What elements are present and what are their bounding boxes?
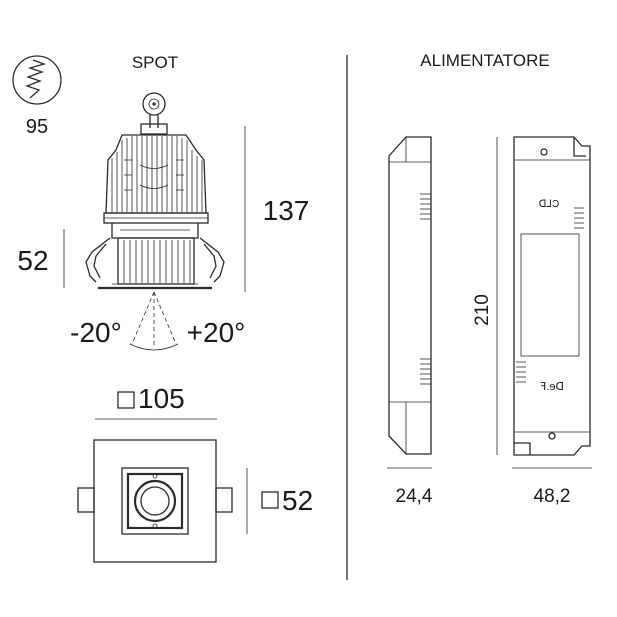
spot-heatsink-detail — [124, 159, 184, 191]
spot-heatsink-fins — [111, 136, 203, 212]
spot-stem-clamp — [140, 123, 168, 135]
spot-lens-outer — [133, 479, 177, 523]
spot-tilt-arc — [129, 343, 179, 351]
driver-front-vents-top — [574, 207, 584, 229]
spot-tilt-beam — [131, 291, 177, 346]
driver-label-area — [520, 233, 580, 357]
spot-spring-right — [199, 237, 225, 283]
spot-height-recessed-label: 52 — [17, 245, 48, 276]
driver-side-vents-top — [420, 193, 431, 220]
driver-brand-mark-bottom: ꟻ.ɘᗡ — [540, 381, 564, 393]
spot-knob-dot — [152, 102, 156, 106]
ip-rating-marker: 95 — [12, 55, 62, 138]
spot-knob-outer — [142, 92, 166, 116]
spot-gimbal — [111, 223, 199, 239]
square-symbol-icon — [117, 391, 135, 409]
driver-screw-bottom — [548, 432, 556, 440]
spot-heatsink-outline — [105, 134, 207, 214]
spot-knob-inner — [148, 98, 160, 110]
ip-zigzag-icon — [25, 59, 47, 99]
spot-height-total-label: 137 — [263, 195, 310, 226]
spot-top-view — [77, 439, 233, 563]
driver-front-view: ᗡ⅃Ɔ ꟻ.ɘᗡ — [513, 136, 591, 456]
spot-tab-left — [77, 487, 95, 513]
spot-module-outer — [121, 467, 189, 535]
driver-side-vents-bottom — [420, 358, 431, 385]
square-symbol-icon — [261, 491, 279, 509]
spot-title: SPOT — [132, 53, 178, 72]
spot-top-frame — [93, 439, 217, 563]
driver-side-view — [388, 136, 432, 455]
spot-lens-inner — [140, 486, 170, 516]
spot-cutout-label: 105 — [138, 383, 185, 414]
driver-thickness-label: 24,4 — [396, 486, 433, 507]
spot-spring-left — [85, 237, 111, 283]
driver-clamp-bottom — [514, 442, 531, 455]
spot-tilt-left-label: -20° — [70, 317, 122, 348]
spot-tilt-right-label: +20° — [187, 317, 246, 348]
ip-circle — [12, 55, 62, 105]
driver-front-outline — [513, 136, 591, 456]
spot-lower-body — [117, 237, 195, 285]
spot-side-view — [85, 92, 225, 351]
driver-screw-top — [540, 148, 548, 156]
spot-screw-top — [152, 473, 158, 479]
spot-body-label: 52 — [282, 485, 313, 516]
driver-side-outline — [388, 136, 432, 455]
spot-lower-ribs — [123, 240, 191, 283]
spot-tab-right — [215, 487, 233, 513]
driver-brand-mark-top: ᗡ⅃Ɔ — [539, 199, 559, 210]
spot-screw-bottom — [152, 523, 158, 529]
driver-clamp-top — [573, 138, 586, 157]
driver-title: ALIMENTATORE — [420, 51, 549, 70]
driver-width-label: 48,2 — [534, 486, 571, 507]
driver-length-label: 210 — [472, 294, 493, 326]
ip-rating-label: 95 — [26, 116, 48, 138]
driver-front-vents-bottom — [516, 361, 526, 383]
